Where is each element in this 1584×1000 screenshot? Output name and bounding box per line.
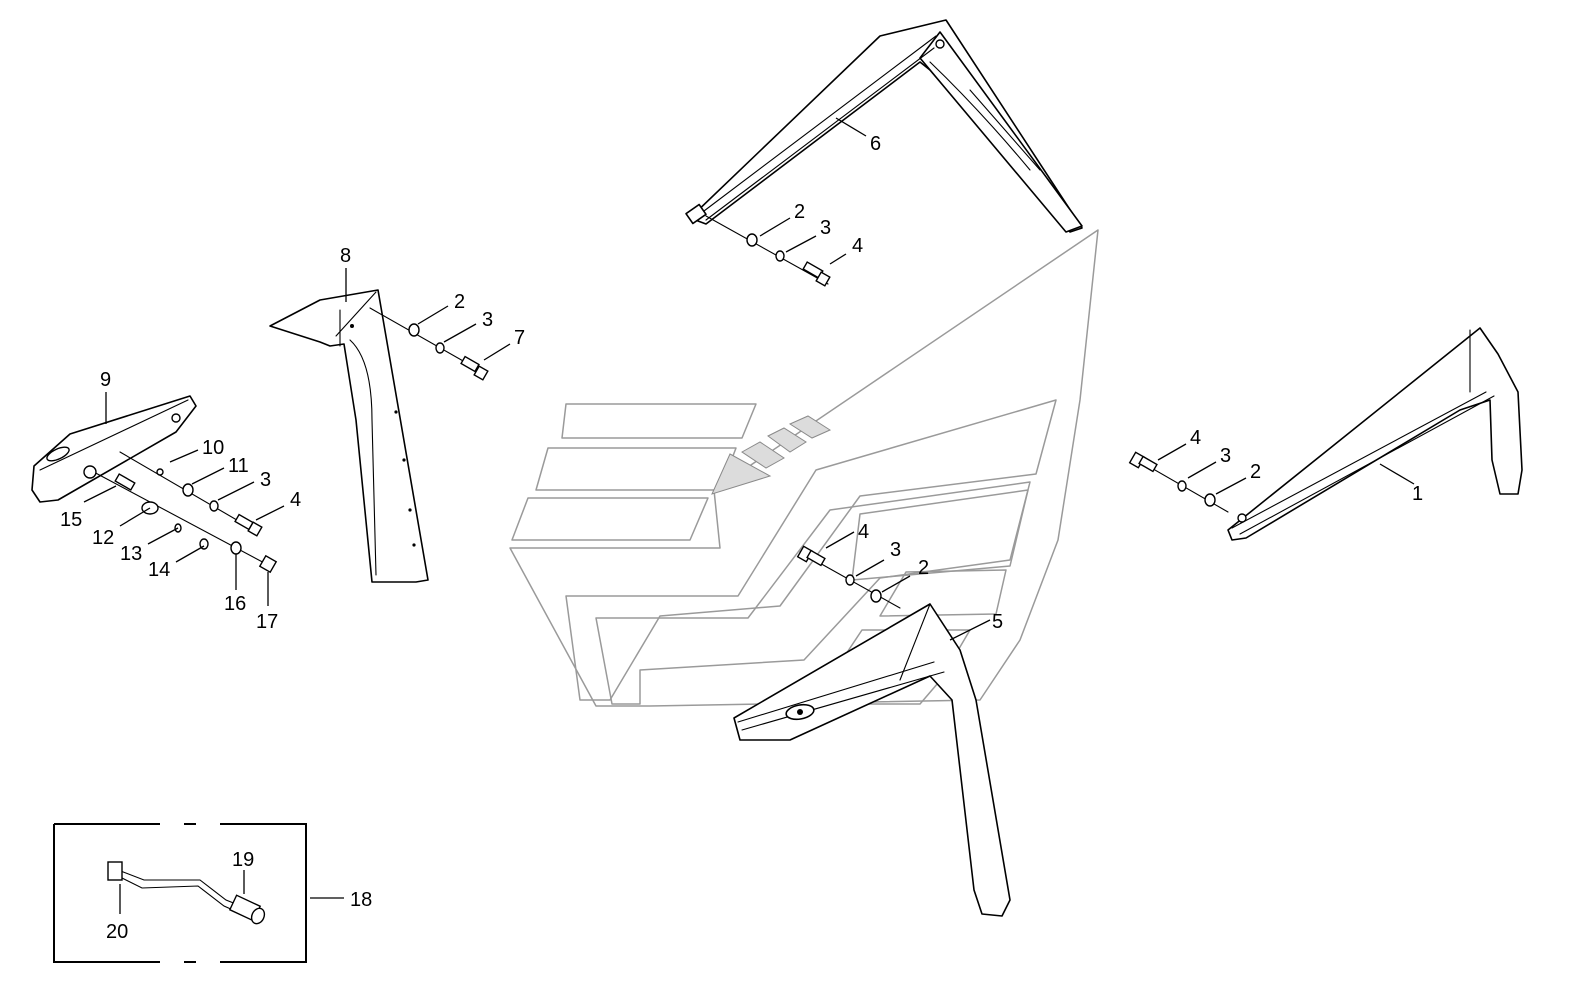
- tractor-body-ghost-outline: [509, 229, 1099, 707]
- callout-8: 8: [340, 245, 351, 267]
- callout-4: 4: [858, 521, 869, 543]
- hardware-part-6: [705, 215, 831, 287]
- callout-9: 9: [100, 369, 111, 391]
- callout-2: 2: [1250, 461, 1261, 483]
- callout-6: 6: [870, 133, 881, 155]
- callout-19: 19: [232, 849, 254, 871]
- callout-2: 2: [794, 201, 805, 223]
- callout-3: 3: [890, 539, 901, 561]
- callout-7: 7: [514, 327, 525, 349]
- callout-5: 5: [992, 611, 1003, 633]
- callout-3: 3: [820, 217, 831, 239]
- harness-inset: [53, 823, 307, 963]
- callout-17: 17: [256, 611, 278, 633]
- hardware-part-1: [1128, 451, 1229, 513]
- callout-11: 11: [228, 455, 249, 477]
- callout-13: 13: [120, 543, 142, 565]
- callout-3: 3: [1220, 445, 1231, 467]
- part-8-bracket: [269, 289, 429, 583]
- part-6-upper-fender: [685, 19, 1083, 233]
- hardware-part-5: [796, 545, 901, 609]
- callout-4: 4: [852, 235, 863, 257]
- callout-14: 14: [148, 559, 170, 581]
- callout-3: 3: [482, 309, 493, 331]
- callout-4: 4: [1190, 427, 1201, 449]
- part-5-lower-fender: [733, 603, 1011, 917]
- part-1-right-fender: [1227, 327, 1523, 541]
- callout-18: 18: [350, 889, 372, 911]
- callout-16: 16: [224, 593, 246, 615]
- callout-12: 12: [92, 527, 114, 549]
- callout-2: 2: [918, 557, 929, 579]
- leader-lines: [83, 117, 1415, 914]
- callout-20: 20: [106, 921, 128, 943]
- part-9-front-fender: [31, 395, 197, 503]
- callout-3: 3: [260, 469, 271, 491]
- callout-15: 15: [60, 509, 82, 531]
- harness-connector-20: [107, 861, 123, 881]
- callout-10: 10: [202, 437, 224, 459]
- hardware-part-9: [83, 451, 278, 574]
- callout-labels: 1 2 2 2 2 3 3 3 3 3 4 4 4 4 5 6 7 8 9 10…: [60, 133, 1423, 943]
- callout-4: 4: [290, 489, 301, 511]
- callout-2: 2: [454, 291, 465, 313]
- hardware-part-8: [369, 307, 489, 381]
- callout-1: 1: [1412, 483, 1423, 505]
